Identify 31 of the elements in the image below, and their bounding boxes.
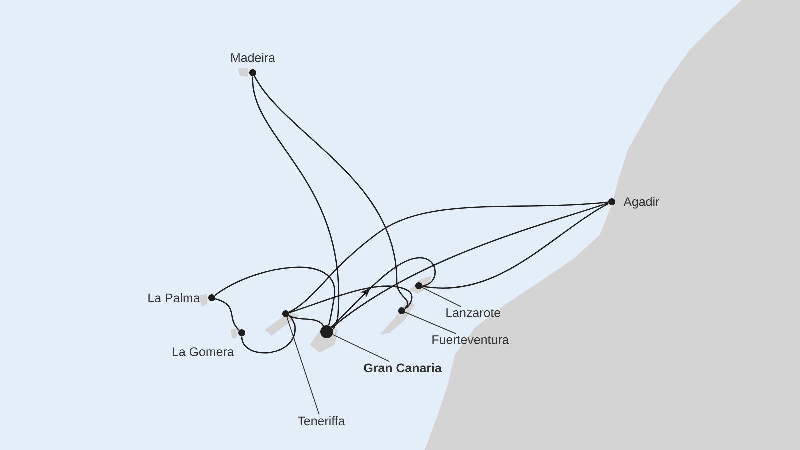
port-label: La Palma	[148, 293, 200, 303]
port-label: Agadir	[624, 197, 660, 209]
port-dot	[250, 70, 256, 76]
route-line	[215, 298, 240, 331]
route-line	[241, 315, 296, 354]
route-line	[214, 266, 336, 326]
port-label: Teneriffa	[298, 416, 346, 426]
port-dot	[238, 330, 246, 336]
leader-line	[404, 312, 457, 334]
route-line	[288, 315, 324, 327]
port-dot	[398, 308, 406, 314]
route-line	[289, 202, 608, 313]
route-line	[422, 203, 610, 289]
port-dot	[208, 294, 216, 302]
leader-line	[286, 317, 320, 416]
port-dot	[608, 198, 616, 206]
route-line	[289, 286, 413, 314]
port-label: La Gomera	[173, 348, 234, 356]
port-dot	[320, 326, 334, 338]
port-dot	[282, 310, 290, 318]
port-label: Fuerteventura	[432, 336, 510, 344]
port-dot	[416, 282, 422, 290]
port-label: Gran Canaria	[364, 363, 442, 373]
route-line	[254, 76, 408, 310]
route-line	[331, 257, 436, 328]
leader-line	[422, 287, 462, 308]
port-label: Madeira	[232, 53, 276, 62]
route-line	[252, 76, 340, 330]
port-label: Lanzarote	[446, 308, 501, 318]
leader-line	[332, 334, 390, 362]
route-line	[332, 202, 609, 328]
